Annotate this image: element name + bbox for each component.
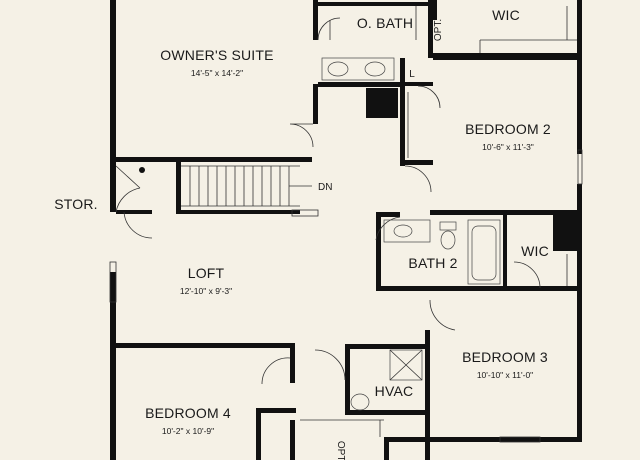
column-mid bbox=[553, 215, 581, 251]
wall-bath-top bbox=[318, 2, 428, 6]
wall-bed2-bottom bbox=[430, 210, 582, 215]
label-bath2: BATH 2 bbox=[408, 255, 457, 271]
labels: OWNER'S SUITE 14'-5" x 14'-2" O. BATH WI… bbox=[54, 7, 551, 460]
vanity bbox=[321, 57, 395, 81]
wall-bath2-right bbox=[503, 215, 507, 287]
door-swing-suite bbox=[289, 123, 314, 148]
water-heater bbox=[350, 393, 370, 411]
wall-bed2-right bbox=[577, 58, 582, 154]
dims-bedroom3: 10'-10" x 11'-0" bbox=[477, 370, 533, 380]
door-swing-stor bbox=[115, 165, 141, 213]
wall-right-top bbox=[577, 0, 582, 58]
wall-bed2-right-lower bbox=[577, 184, 582, 212]
wall-bath-floor bbox=[318, 82, 400, 87]
label-stor: STOR. bbox=[54, 196, 98, 212]
wall-bed3-right bbox=[577, 290, 582, 440]
label-bedroom4: BEDROOM 4 bbox=[145, 405, 231, 421]
wall-suite-bottom bbox=[110, 157, 312, 162]
label-loft: LOFT bbox=[188, 265, 225, 281]
wall-suite-right-lower bbox=[313, 84, 318, 124]
door-swing-hvac bbox=[314, 349, 346, 381]
label-bedroom3: BEDROOM 3 bbox=[462, 349, 548, 365]
door-swing-bed2 bbox=[404, 165, 432, 193]
label-owners-suite: OWNER'S SUITE bbox=[160, 47, 273, 63]
wall-bed4-right bbox=[290, 343, 295, 383]
label-opt-top: OPT. bbox=[433, 19, 444, 41]
stor-dot bbox=[139, 167, 145, 173]
wall-bath-right bbox=[428, 0, 433, 58]
door-swing-linen bbox=[417, 85, 441, 109]
label-dn: DN bbox=[318, 182, 332, 193]
tub bbox=[467, 219, 501, 285]
wall-left-lower bbox=[110, 272, 116, 460]
door-swing-bath bbox=[317, 17, 341, 41]
wall-suite-right bbox=[313, 0, 318, 40]
wall-bed2-left-lower bbox=[400, 160, 433, 165]
door-swing-bed4 bbox=[261, 357, 291, 385]
wall-bed3-bottom bbox=[384, 437, 582, 442]
bath2-vanity bbox=[383, 219, 431, 243]
label-o-bath: O. BATH bbox=[357, 15, 413, 31]
hvac-unit bbox=[389, 349, 423, 381]
wall-bath2-bottom bbox=[376, 286, 582, 291]
wall-bed3-left bbox=[425, 330, 430, 460]
wall-bath2-left bbox=[376, 212, 381, 288]
label-linen: L bbox=[409, 69, 415, 80]
wall-left-upper bbox=[110, 0, 116, 212]
fixtures bbox=[109, 6, 583, 443]
dims-owners-suite: 14'-5" x 14'-2" bbox=[191, 68, 243, 78]
label-wic-mid: WIC bbox=[521, 243, 549, 259]
wall-bed2-top bbox=[433, 55, 581, 60]
wall-bottom-closet-right bbox=[384, 437, 389, 460]
wall-bed4-closet bbox=[256, 408, 296, 413]
label-opt-bottom: OPT. bbox=[335, 441, 346, 460]
wall-hvac-top bbox=[345, 344, 425, 349]
label-bedroom2: BEDROOM 2 bbox=[465, 121, 551, 137]
door-swing-stor2 bbox=[123, 211, 153, 239]
wall-stair-bottom bbox=[176, 210, 300, 214]
toilet bbox=[439, 221, 457, 231]
wall-stair-left bbox=[176, 162, 181, 214]
wall-stor bbox=[116, 210, 152, 214]
wall-hvac-bottom bbox=[345, 410, 425, 415]
wall-linen-top bbox=[405, 82, 433, 86]
walls bbox=[110, 0, 582, 460]
dims-loft: 12'-10" x 9'-3" bbox=[180, 286, 232, 296]
column-top bbox=[366, 88, 398, 118]
wall-linen-left bbox=[400, 58, 405, 166]
dims-bedroom2: 10'-6" x 11'-3" bbox=[482, 142, 534, 152]
wall-bath2-top bbox=[376, 212, 400, 217]
wall-wic-top bbox=[433, 0, 437, 20]
door-swing-bed3 bbox=[429, 299, 456, 331]
wall-hvac-left bbox=[345, 344, 350, 414]
wall-bottom-closet bbox=[290, 420, 295, 460]
wall-bed4-top bbox=[110, 343, 294, 348]
wall-bed4-closet-left bbox=[256, 408, 261, 460]
dims-bedroom4: 10'-2" x 10'-9" bbox=[162, 426, 214, 436]
label-hvac: HVAC bbox=[375, 383, 414, 399]
stair-treads bbox=[181, 165, 319, 217]
label-wic-top: WIC bbox=[492, 7, 520, 23]
door-swing-wic bbox=[513, 261, 541, 289]
